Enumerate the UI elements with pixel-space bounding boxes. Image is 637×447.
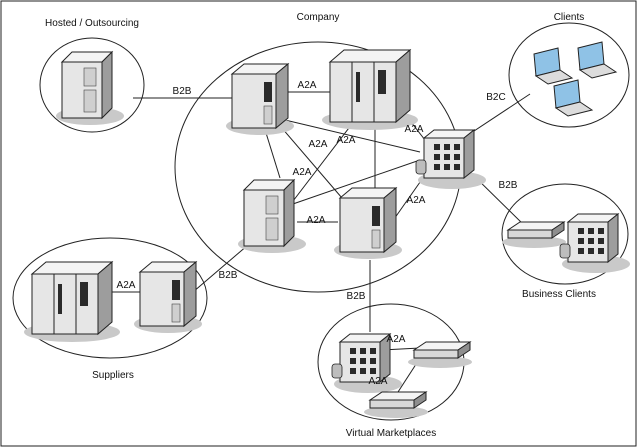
supplier-server: [133, 261, 203, 334]
edge-label-c3: A2A: [309, 139, 328, 150]
edge-clients-b2c: [467, 93, 531, 136]
edge-label-c7: A2A: [407, 195, 426, 206]
edge-label-c2: A2A: [405, 124, 424, 135]
marketplaces-label: Virtual Marketplaces: [346, 428, 436, 439]
company-label: Company: [297, 12, 340, 23]
connections: [110, 91, 531, 398]
edge-label-hosted-b2b: B2B: [173, 86, 192, 97]
edge-label-business-b2b: B2B: [499, 180, 518, 191]
supplier-rack-server: [23, 261, 121, 343]
edge-c2: [284, 119, 421, 153]
edge-c7: [391, 174, 426, 223]
edge-label-suppliers-b2b: B2B: [219, 270, 238, 281]
edge-label-c6: A2A: [307, 215, 326, 226]
hosted-label: Hosted / Outsourcing: [45, 18, 139, 29]
edge-label-clients-b2c: B2C: [486, 92, 505, 103]
edge-label-c4: A2A: [337, 135, 356, 146]
clients-label: Clients: [554, 12, 585, 23]
company-hub-server: [415, 129, 487, 190]
edge-c4: [289, 119, 356, 206]
business-clients-label: Business Clients: [522, 289, 596, 300]
edge-label-c5: A2A: [293, 167, 312, 178]
edge-tower-to-hub: [289, 159, 421, 206]
company-server-a: [225, 63, 295, 136]
edge-label-vm1: A2A: [387, 334, 406, 345]
company-server-c: [333, 187, 403, 260]
edge-label-c1: A2A: [298, 80, 317, 91]
edge-c5: [274, 119, 349, 206]
edge-label-vm2: A2A: [369, 376, 388, 387]
suppliers-label: Suppliers: [92, 370, 134, 381]
company-rack-server: [321, 49, 419, 131]
edge-label-marketplace-b2b: B2B: [347, 291, 366, 302]
edge-suppliers-b2b: [192, 244, 249, 293]
edge-label-suppliers-a2a: A2A: [117, 280, 136, 291]
